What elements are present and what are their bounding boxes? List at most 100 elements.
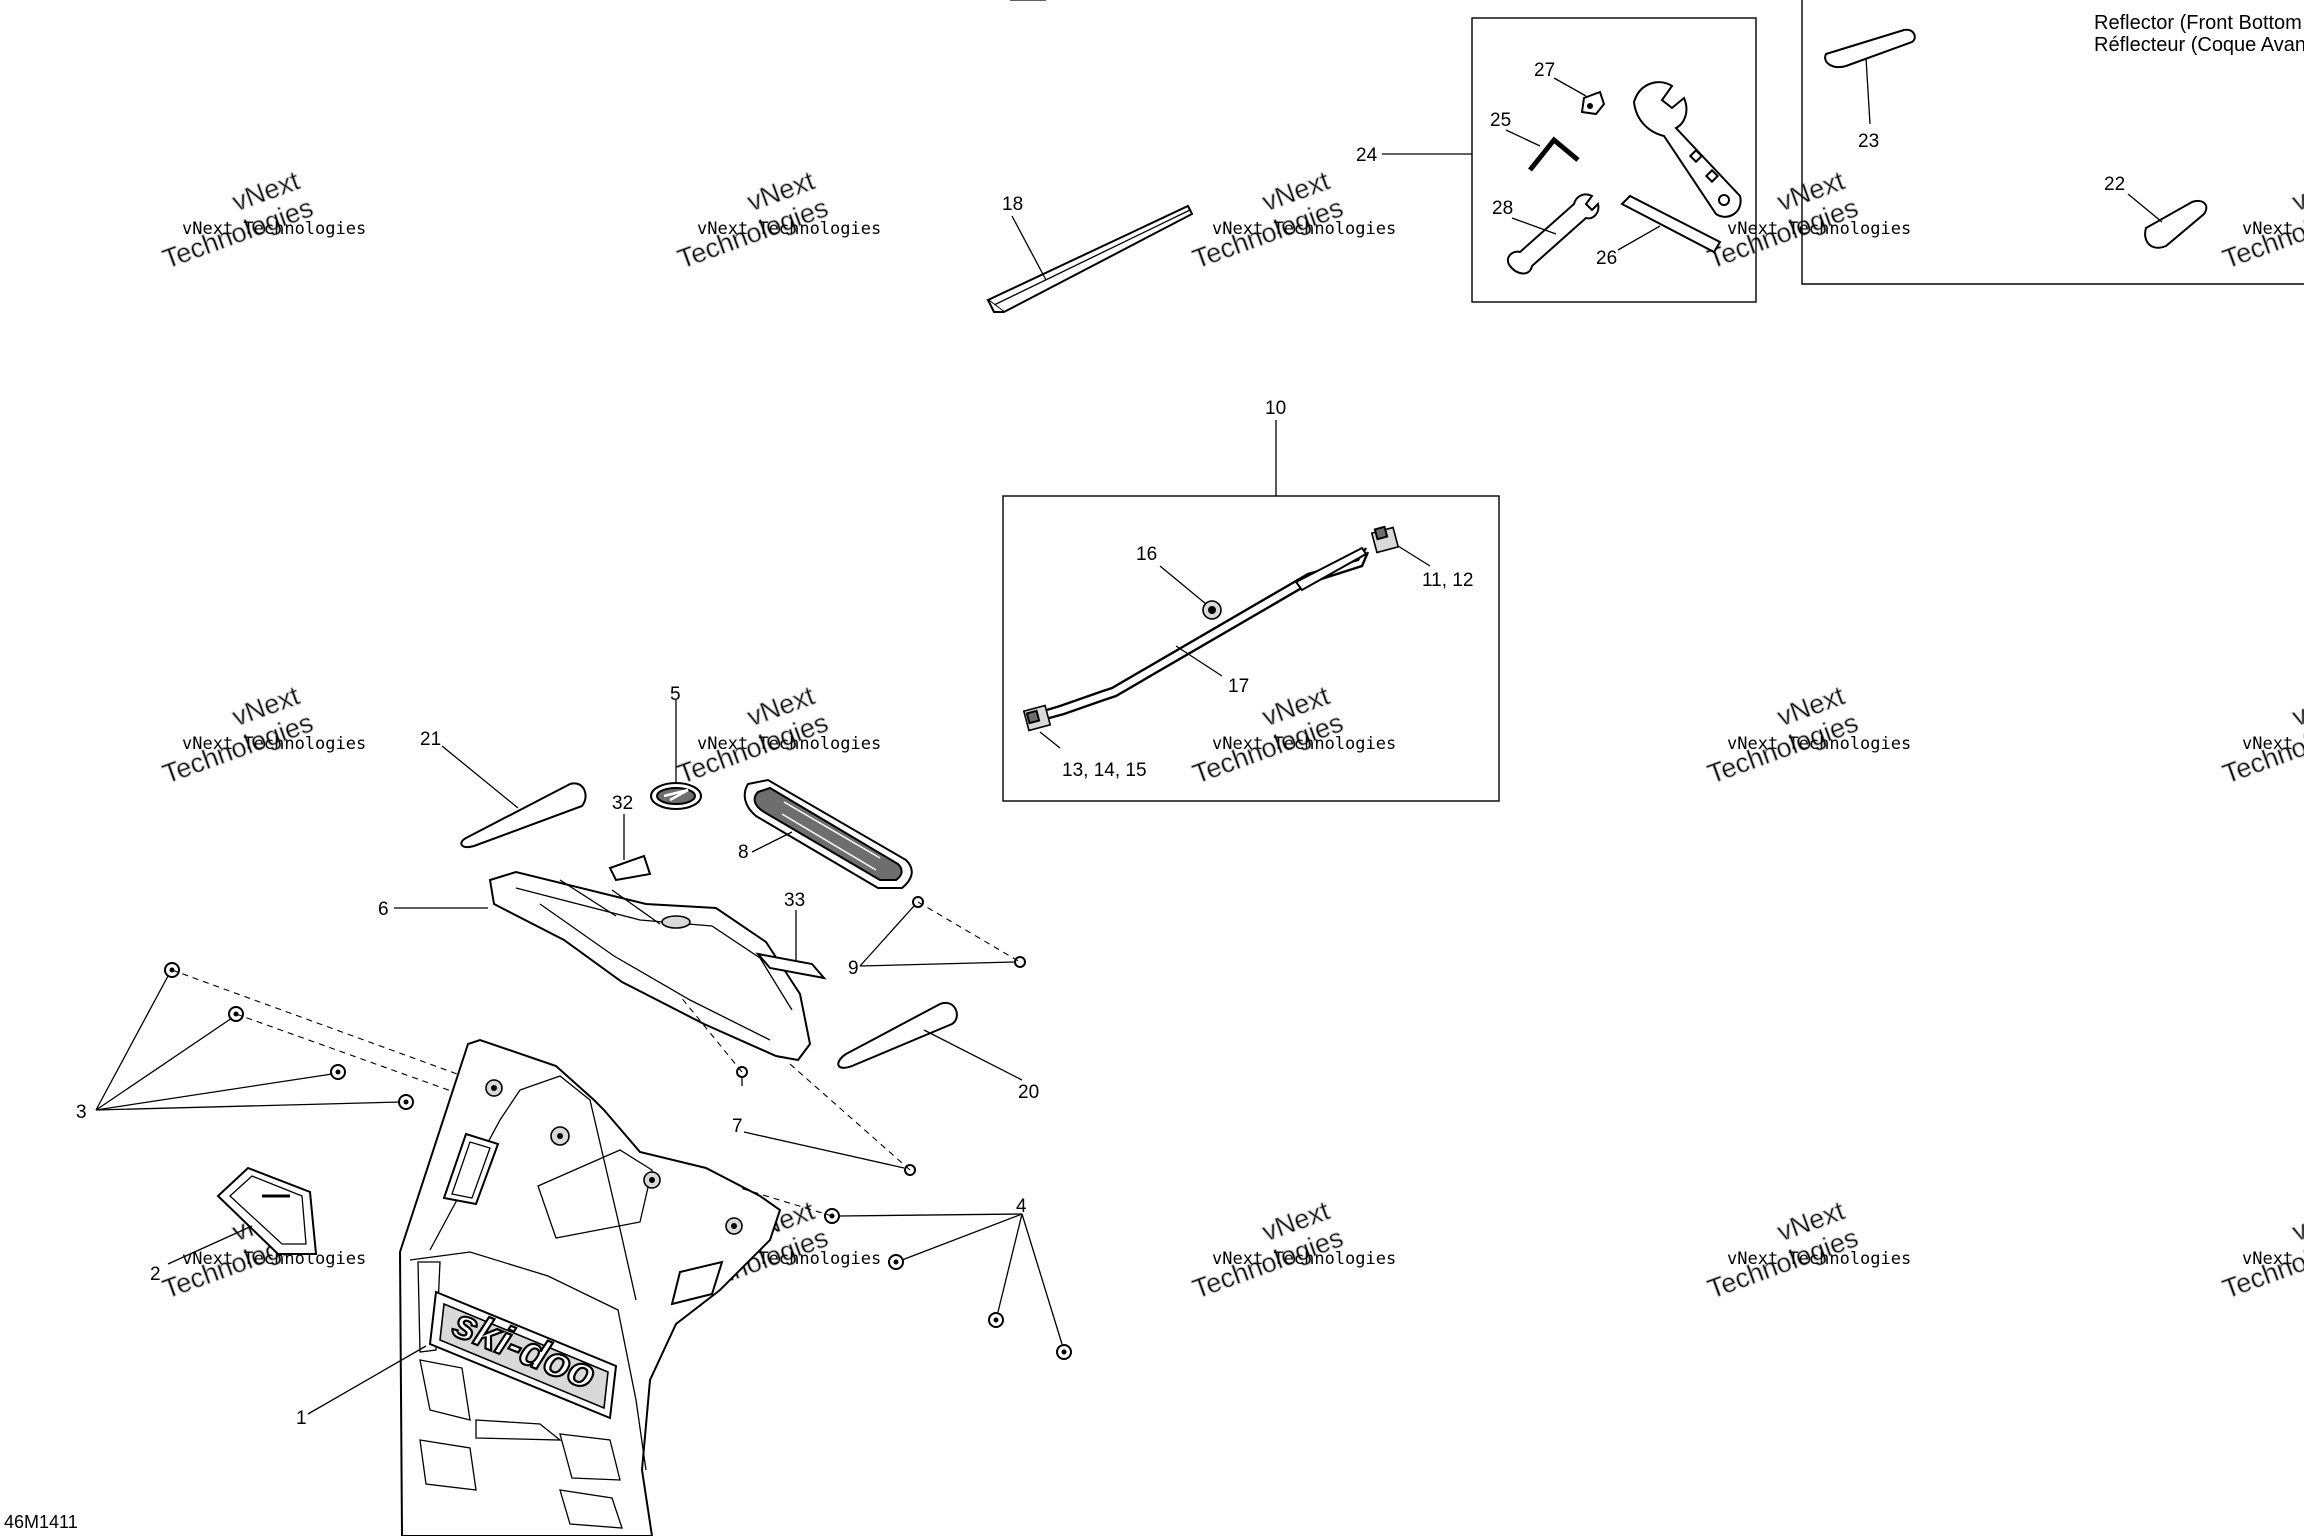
part-spanner-wrench[interactable] xyxy=(1632,81,1742,218)
part-7-screw[interactable] xyxy=(736,1066,748,1086)
callout-26[interactable]: 26 xyxy=(1596,248,1617,269)
part-28-wrench[interactable] xyxy=(1506,193,1600,275)
leader-18 xyxy=(1011,215,1047,281)
leader-21 xyxy=(441,745,519,809)
part-8-grille[interactable] xyxy=(743,778,913,889)
svg-text:vNext Technologies: vNext Technologies xyxy=(182,1249,366,1269)
watermark: Technologies vNext vNext Technologies xyxy=(1188,165,1396,275)
callout-17[interactable]: 17 xyxy=(1228,676,1249,697)
callout-11-12[interactable]: 11, 12 xyxy=(1422,570,1473,591)
callout-4[interactable]: 4 xyxy=(1016,1196,1027,1217)
watermark: Technologies vNext vNext Technologies xyxy=(2218,1195,2304,1305)
leader-4 xyxy=(839,1213,1023,1217)
part-2-badge[interactable] xyxy=(216,1166,318,1255)
watermark: Technologies vNext vNext Technologies xyxy=(2218,680,2304,790)
callout-23[interactable]: 23 xyxy=(1858,131,1879,152)
callout-9[interactable]: 9 xyxy=(848,958,859,979)
part-6-hood-panel[interactable] xyxy=(488,870,812,1062)
callout-24[interactable]: 24 xyxy=(1356,145,1378,166)
part-9-screw[interactable] xyxy=(1014,956,1026,968)
leader-3 xyxy=(95,975,169,1111)
callout-21[interactable]: 21 xyxy=(420,729,441,750)
reflector-note-line1: Reflector (Front Bottom xyxy=(2094,12,2302,34)
svg-text:vNext Technologies: vNext Technologies xyxy=(1212,734,1396,754)
leader-3 xyxy=(95,1101,401,1111)
part-1-front-hood[interactable]: ski-doo xyxy=(398,1038,782,1536)
dashed-7 xyxy=(679,995,743,1073)
svg-text:vNext Technologies: vNext Technologies xyxy=(2242,1249,2304,1269)
svg-text:vNext Technologies: vNext Technologies xyxy=(1727,219,1911,239)
tool-kit-box xyxy=(1471,17,1757,303)
callout-7[interactable]: 7 xyxy=(732,1116,743,1137)
svg-text:vNext Technologies: vNext Technologies xyxy=(182,734,366,754)
svg-text:vNext: vNext xyxy=(2288,165,2304,217)
dashed-7 xyxy=(789,1063,911,1171)
leader-20 xyxy=(923,1029,1023,1081)
watermark: Technologies vNext vNext Technologies xyxy=(158,165,366,275)
svg-text:vNext Technologies: vNext Technologies xyxy=(1727,734,1911,754)
part-27-clip[interactable] xyxy=(1580,90,1606,116)
callout-32[interactable]: 32 xyxy=(612,793,633,814)
callout-10[interactable]: 10 xyxy=(1265,398,1286,419)
harness-box xyxy=(1002,495,1500,802)
svg-text:vNext Technologies: vNext Technologies xyxy=(1212,1249,1396,1269)
svg-text:vNext: vNext xyxy=(2288,1195,2304,1247)
callout-20[interactable]: 20 xyxy=(1018,1082,1039,1103)
watermark: Technologies vNext vNext Technologies xyxy=(1703,680,1911,790)
leader-26 xyxy=(1617,225,1661,251)
part-18-trim-strip[interactable] xyxy=(986,204,1194,314)
leader-28 xyxy=(1511,217,1557,235)
part-33-decal[interactable] xyxy=(755,952,827,980)
leader-23 xyxy=(1865,57,1871,125)
watermark: Technologies vNext vNext Technologies xyxy=(673,165,881,275)
watermark: Technologies vNext vNext Technologies xyxy=(2218,165,2304,275)
svg-text:vNext Technologies: vNext Technologies xyxy=(2242,219,2304,239)
part-3-grommets[interactable] xyxy=(164,962,414,1110)
part-13-connector[interactable] xyxy=(1022,704,1052,732)
part-11-connector[interactable] xyxy=(1370,525,1400,554)
leader-27 xyxy=(1553,77,1587,97)
callout-2[interactable]: 2 xyxy=(150,1264,161,1285)
svg-text:vNext: vNext xyxy=(2288,680,2304,732)
part-25-hex-key[interactable] xyxy=(1528,136,1580,172)
svg-text:vNext Technologies: vNext Technologies xyxy=(2242,734,2304,754)
part-22-reflector[interactable] xyxy=(2144,200,2208,249)
part-5-emblem[interactable] xyxy=(650,782,702,810)
watermark: Technologies vNext vNext Technologies xyxy=(1703,1195,1911,1305)
callout-6[interactable]: 6 xyxy=(378,899,389,920)
part-23-reflector[interactable] xyxy=(1824,28,1916,68)
callout-13-15[interactable]: 13, 14, 15 xyxy=(1062,760,1147,781)
part-16-grommet[interactable] xyxy=(1202,600,1222,620)
leader-9 xyxy=(859,905,915,967)
callout-27[interactable]: 27 xyxy=(1534,60,1555,81)
callout-33[interactable]: 33 xyxy=(784,890,805,911)
leader-4 xyxy=(1021,1213,1063,1345)
part-17-harness[interactable] xyxy=(1039,546,1370,722)
callout-16[interactable]: 16 xyxy=(1136,544,1157,565)
svg-text:vNext Technologies: vNext Technologies xyxy=(1727,1249,1911,1269)
leader-13-15 xyxy=(1039,731,1061,749)
leader-3 xyxy=(95,1017,233,1111)
callout-5[interactable]: 5 xyxy=(670,684,681,705)
part-4-grommets[interactable] xyxy=(824,1208,1072,1360)
callout-25[interactable]: 25 xyxy=(1490,110,1511,131)
watermark: Technologies vNext vNext Technologies xyxy=(1188,1195,1396,1305)
dashed-4 xyxy=(739,1187,833,1217)
part-20-vent[interactable] xyxy=(837,1001,958,1069)
callout-22[interactable]: 22 xyxy=(2104,174,2125,195)
leader-1 xyxy=(307,1345,427,1415)
callout-28[interactable]: 28 xyxy=(1492,198,1513,219)
leader-3 xyxy=(95,1073,333,1111)
callout-18[interactable]: 18 xyxy=(1002,194,1023,215)
leader-11-12 xyxy=(1397,545,1431,567)
part-21-vent[interactable] xyxy=(460,782,587,848)
leader-2 xyxy=(167,1225,253,1265)
callout-1[interactable]: 1 xyxy=(296,1408,307,1429)
callout-3[interactable]: 3 xyxy=(76,1102,87,1123)
part-26-flat-tool[interactable] xyxy=(1620,194,1722,254)
part-32-decal[interactable] xyxy=(608,854,652,882)
reflector-note-line2: Réflecteur (Coque Avan xyxy=(2094,34,2304,56)
callout-8[interactable]: 8 xyxy=(738,842,749,863)
dashed-3 xyxy=(171,969,491,1087)
